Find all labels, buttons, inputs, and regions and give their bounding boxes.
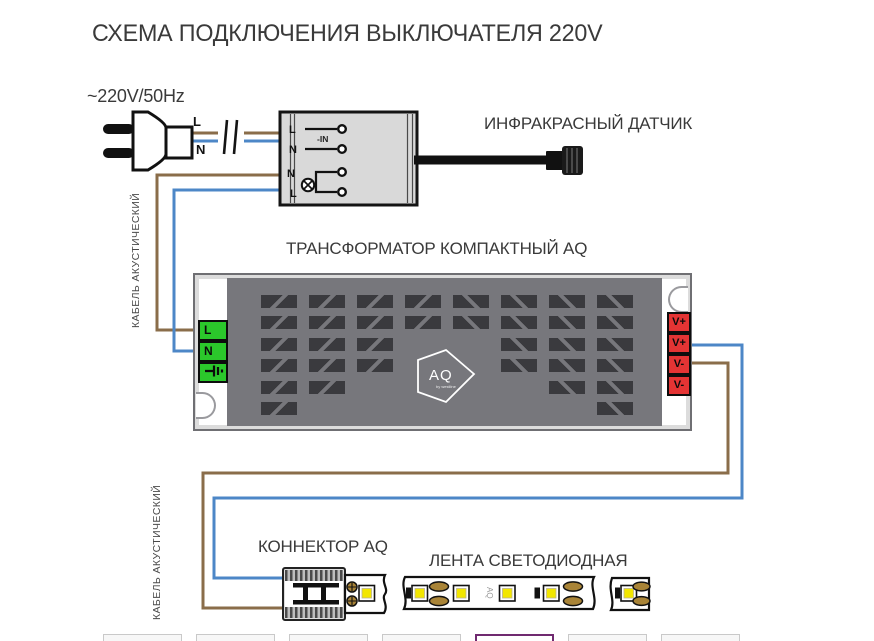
switch-load-n: N	[287, 168, 295, 180]
vent-slot	[597, 359, 633, 373]
vent-slot	[309, 295, 345, 308]
output-terminal-vplus-1: V+	[667, 312, 691, 333]
vent-slot	[261, 359, 297, 373]
ir-sensor-label: ИНФРАКРАСНЫЙ ДАТЧИК	[484, 114, 693, 133]
acoustic-cable-label-top: КАБЕЛЬ АКУСТИЧЕСКИЙ	[130, 192, 142, 328]
vent-slot	[261, 295, 297, 308]
output-terminal-vminus-1: V-	[667, 354, 691, 375]
led-strip-label: ЛЕНТА СВЕТОДИОДНАЯ	[429, 551, 628, 570]
mounting-notch-right	[668, 286, 688, 313]
neutral-wire-label: N	[196, 142, 206, 157]
vent-slot	[309, 337, 345, 351]
input-terminal-ground	[198, 362, 228, 383]
neutral-wire-blue	[172, 139, 744, 580]
vent-slot	[549, 359, 585, 373]
vent-slot	[501, 359, 537, 373]
vent-slot	[549, 316, 585, 330]
output-terminal-vminus-2: V-	[667, 375, 691, 396]
led-strip-segment-main: AQ	[402, 575, 596, 611]
vent-slot	[261, 380, 297, 394]
transformer-frame	[193, 273, 692, 431]
switch-in-label: -IN	[317, 134, 328, 144]
product-thumbnail-7[interactable]	[661, 634, 740, 641]
live-wire-brown	[155, 131, 730, 610]
vent-slot	[261, 316, 297, 330]
vent-slot	[597, 380, 633, 394]
vent-slot	[501, 295, 537, 308]
input-terminal-l: L	[198, 320, 228, 341]
svg-text:AQ: AQ	[429, 367, 453, 384]
vent-slot	[501, 316, 537, 330]
switch-load-l: L	[290, 188, 297, 200]
product-thumbnail-4[interactable]	[382, 634, 461, 641]
page-title: СХЕМА ПОДКЛЮЧЕНИЯ ВЫКЛЮЧАТЕЛЯ 220V	[92, 20, 603, 47]
mounting-notch-left	[196, 392, 216, 419]
vent-slot	[357, 337, 393, 351]
led-strip-segment-start	[343, 573, 388, 615]
vent-slot	[405, 295, 441, 308]
product-thumbnail-6[interactable]	[568, 634, 647, 641]
vent-slot	[549, 380, 585, 394]
vent-slot	[597, 316, 633, 330]
vent-slot	[597, 295, 633, 308]
vent-slot	[261, 402, 297, 415]
vent-slot	[597, 402, 633, 415]
transformer-label: ТРАНСФОРМАТОР КОМПАКТНЫЙ AQ	[286, 239, 588, 258]
led-strip-segment-end	[609, 576, 651, 612]
vent-slot	[309, 359, 345, 373]
ir-sensor-cable	[414, 146, 583, 175]
vent-slot	[309, 380, 345, 394]
vent-slot	[357, 359, 393, 373]
supply-voltage-label: ~220V/50Hz	[87, 86, 185, 106]
vent-slot	[309, 316, 345, 330]
product-thumbnail-3[interactable]	[289, 634, 368, 641]
input-terminal-n: N	[198, 341, 228, 362]
cable-break-icon	[222, 119, 239, 155]
switch-terminal-l: L	[289, 124, 296, 136]
resistor-pads	[428, 581, 584, 607]
vent-slot	[261, 337, 297, 351]
strip-connector-clip	[282, 567, 346, 621]
switch-terminal-n: N	[289, 144, 297, 156]
strip-marking: AQ	[485, 587, 494, 599]
vent-slot	[405, 316, 441, 330]
product-thumbnail-2[interactable]	[196, 634, 275, 641]
ir-switch-box: L -IN N N L	[278, 110, 419, 207]
acoustic-cable-label-bottom: КАБЕЛЬ АКУСТИЧЕСКИЙ	[151, 484, 163, 620]
vent-slot	[549, 337, 585, 351]
vent-slot	[453, 316, 489, 330]
connector-label: КОННЕКТОР AQ	[258, 537, 388, 556]
lamp-icon	[300, 177, 316, 193]
power-plug-icon	[103, 110, 194, 172]
svg-text:by westline: by westline	[436, 384, 457, 389]
vent-slot	[597, 337, 633, 351]
vent-slot	[453, 295, 489, 308]
product-thumbnail-1[interactable]	[103, 634, 182, 641]
product-thumbnail-5[interactable]	[475, 634, 554, 641]
aq-logo: AQ by westline	[417, 348, 476, 404]
transformer-unit: AQ by westline L N V+ V+ V- V-	[193, 273, 692, 431]
earth-ground-icon	[205, 365, 224, 377]
vent-slot	[501, 337, 537, 351]
vent-slot	[357, 316, 393, 330]
vent-slot	[357, 295, 393, 308]
live-wire-label: L	[193, 114, 201, 129]
output-terminal-vplus-2: V+	[667, 333, 691, 354]
vent-slot	[549, 295, 585, 308]
